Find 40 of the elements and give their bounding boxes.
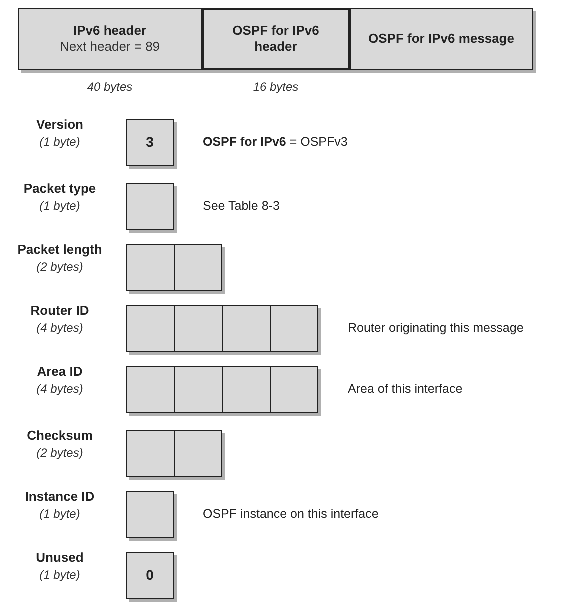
field-size: (2 bytes) <box>36 446 84 460</box>
byte-field <box>126 552 174 599</box>
field-value: 3 <box>146 134 154 151</box>
byte-field <box>126 183 174 230</box>
field-note: See Table 8-3 <box>203 199 280 213</box>
section-title: OSPF for IPv6 message <box>368 31 514 47</box>
field-name: Instance ID <box>24 489 96 504</box>
section-title: OSPF for IPv6 header <box>232 23 320 55</box>
field-note: OSPF for IPv6 = OSPFv3 <box>203 135 348 149</box>
field-size: (1 byte) <box>38 199 82 213</box>
field-name: Checksum <box>26 428 94 443</box>
field-size: (4 bytes) <box>36 321 84 335</box>
size-label: 40 bytes <box>86 80 134 94</box>
field-size: (1 byte) <box>38 568 82 582</box>
packet-section-box <box>202 8 350 70</box>
field-note: OSPF instance on this interface <box>203 507 379 521</box>
field-name: Unused <box>35 550 85 565</box>
packet-section-box <box>18 8 202 70</box>
byte-field <box>126 305 318 352</box>
byte-field <box>126 244 222 291</box>
field-name: Router ID <box>30 303 90 318</box>
field-size: (2 bytes) <box>36 260 84 274</box>
field-value: 0 <box>146 567 154 584</box>
section-title: IPv6 header <box>74 23 146 39</box>
field-name: Area ID <box>36 364 84 379</box>
field-size: (1 byte) <box>38 507 82 521</box>
byte-field <box>126 119 174 166</box>
field-name: Packet type <box>22 181 98 196</box>
field-note: Area of this interface <box>348 382 463 396</box>
field-note: Router originating this message <box>348 321 524 335</box>
field-name: Version <box>36 117 84 132</box>
byte-field <box>126 491 174 538</box>
field-size: (1 byte) <box>38 135 82 149</box>
section-detail: Next header = 89 <box>60 39 160 55</box>
size-label: 16 bytes <box>252 80 300 94</box>
field-size: (4 bytes) <box>36 382 84 396</box>
byte-field <box>126 430 222 477</box>
byte-field <box>126 366 318 413</box>
field-name: Packet length <box>16 242 104 257</box>
packet-section-box <box>350 8 533 70</box>
